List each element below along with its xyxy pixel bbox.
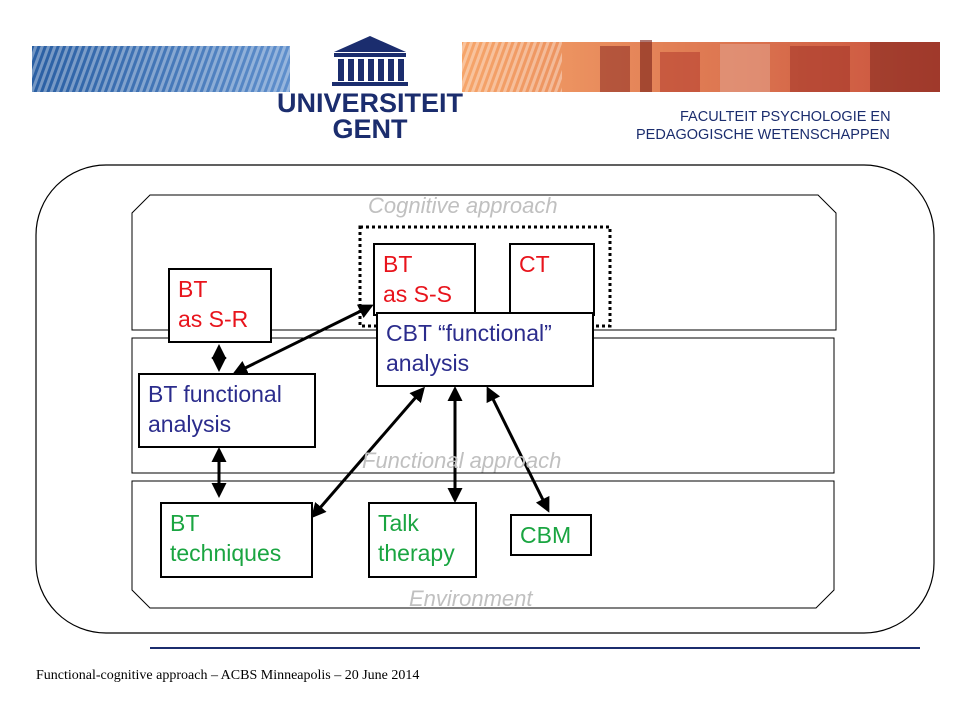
footer-divider xyxy=(150,647,920,649)
arrow-cbt-bttech xyxy=(311,386,425,519)
university-building-icon xyxy=(332,36,408,86)
blue-banner-band xyxy=(32,46,290,92)
cognitive-layer xyxy=(131,194,837,331)
cbm-box: CBM xyxy=(510,514,592,556)
header-banner: UNIVERSITEIT GENT FACULTEIT PSYCHOLOGIE … xyxy=(0,0,960,150)
faculty-name-line2: PEDAGOGISCHE WETENSCHAPPEN xyxy=(636,127,890,143)
arrow-cbt-cbm xyxy=(486,386,550,513)
footer-caption: Functional-cognitive approach – ACBS Min… xyxy=(36,668,420,683)
arrow-btfa-btss xyxy=(232,304,374,375)
functional-approach-label: Functional approach xyxy=(362,448,562,473)
bt-ss-box: BT as S-S xyxy=(373,243,476,316)
header-graphics: UNIVERSITEIT GENT FACULTEIT PSYCHOLOGIE … xyxy=(32,36,940,144)
university-name-line2: GENT xyxy=(332,114,408,144)
cognitive-approach-label: Cognitive approach xyxy=(368,193,558,218)
cbt-functional-analysis-box: CBT “functional” analysis xyxy=(376,312,594,387)
outer-frame xyxy=(35,164,935,634)
talk-therapy-box: Talk therapy xyxy=(368,502,477,578)
environment-label: Environment xyxy=(409,586,533,611)
bt-techniques-box: BT techniques xyxy=(160,502,313,578)
bt-sr-box: BT as S-R xyxy=(168,268,272,343)
university-name-line1: UNIVERSITEIT xyxy=(277,88,464,118)
faculty-name-line1: FACULTEIT PSYCHOLOGIE EN xyxy=(680,109,891,125)
bt-functional-analysis-box: BT functional analysis xyxy=(138,373,316,448)
photo-banner-band xyxy=(462,40,940,92)
ct-box: CT xyxy=(509,243,595,316)
